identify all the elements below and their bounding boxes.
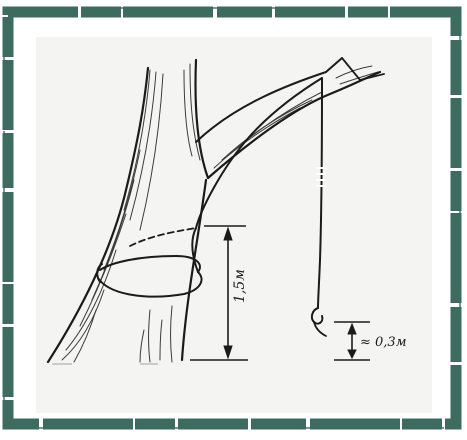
label-height-rope: 1,5м	[232, 269, 248, 303]
paper-background	[36, 37, 432, 413]
label-height-hook: ≈ 0,3м	[360, 335, 406, 350]
